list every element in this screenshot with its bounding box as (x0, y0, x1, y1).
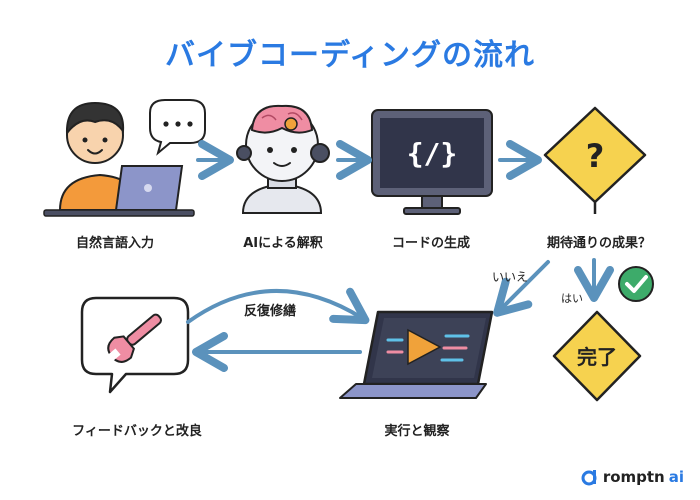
arrow-iterate (186, 287, 370, 325)
run-laptop-icon (339, 310, 494, 399)
edge-label-no: いいえ (491, 270, 528, 284)
brand-logo: romptn ai (581, 468, 684, 486)
brand-name: romptn (602, 468, 665, 486)
question-glyph: ? (586, 137, 605, 175)
edge-label-iterate: 反復修繕 (243, 304, 296, 319)
arrow-no-to-run (493, 260, 550, 317)
decision-diamond-icon: ? (543, 106, 647, 214)
ai-robot-icon (236, 104, 330, 214)
step-natural-language-input: 自然言語入力 (75, 236, 154, 251)
feedback-wrench-icon (80, 296, 190, 394)
done-label: 完了 (577, 345, 617, 369)
code-monitor-icon: {/} (371, 109, 493, 215)
page-title: バイブコーディングの流れ (165, 38, 535, 73)
step-expected-result-check: 期待通りの成果？ (546, 236, 651, 251)
step-code-generation: コードの生成 (391, 236, 470, 251)
step-feedback-and-improve: フィードバックと改良 (72, 424, 202, 439)
step-run-and-observe: 実行と観察 (384, 424, 450, 439)
done-diamond-icon: 完了 (552, 310, 642, 402)
brand-suffix: ai (668, 468, 684, 486)
code-glyph: {/} (407, 137, 458, 170)
person-laptop-icon (43, 99, 206, 217)
brand-mark-icon (581, 470, 597, 486)
step-ai-interpretation: AIによる解釈 (243, 236, 323, 251)
checkmark-icon (618, 266, 654, 302)
edge-label-yes: はい (561, 292, 583, 305)
